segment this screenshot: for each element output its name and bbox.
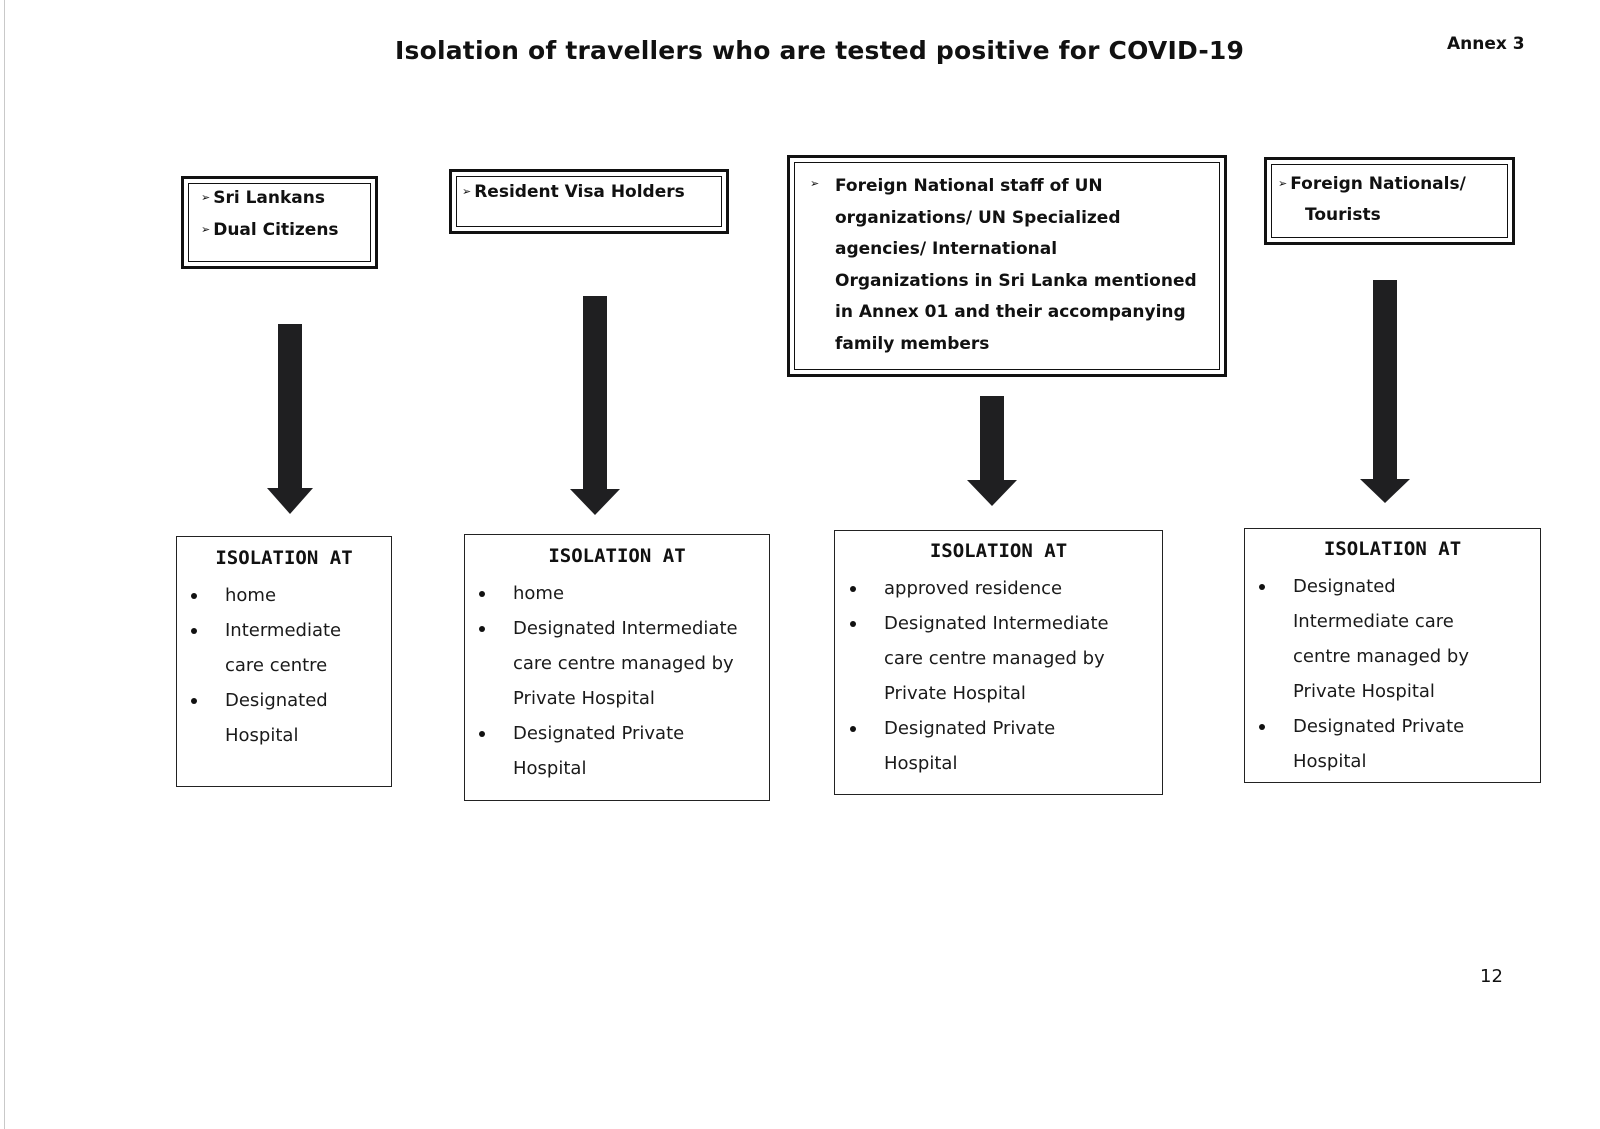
down-arrow-icon <box>967 396 1017 508</box>
page-number: 12 <box>1480 966 1503 987</box>
source-text: Foreign National staff of UN organizatio… <box>835 176 1197 354</box>
arrow-bullet-icon: ➢ <box>201 223 211 236</box>
isolation-box-3: ISOLATION AT approved residence Designat… <box>834 530 1163 795</box>
source-line: ➢Dual Citizens <box>201 220 339 240</box>
source-box-sri-lankans: ➢Sri Lankans ➢Dual Citizens <box>181 176 378 269</box>
isolation-heading: ISOLATION AT <box>929 540 1068 562</box>
arrow-bullet-icon: ➢ <box>810 177 820 190</box>
source-line: Tourists <box>1305 205 1381 225</box>
isolation-heading: ISOLATION AT <box>215 547 353 569</box>
isolation-list: approved residence Designated Intermedia… <box>850 571 1109 781</box>
down-arrow-icon <box>267 324 313 514</box>
list-item: home <box>190 578 341 613</box>
source-line: ➢Resident Visa Holders <box>462 182 685 202</box>
isolation-heading: ISOLATION AT <box>1323 538 1462 560</box>
isolation-heading: ISOLATION AT <box>548 545 686 567</box>
annex-label: Annex 3 <box>1447 34 1525 54</box>
down-arrow-icon <box>1360 280 1410 505</box>
page-title: Isolation of travellers who are tested p… <box>395 36 1245 65</box>
list-item: approved residence <box>850 571 1109 606</box>
source-line: ➢Foreign Nationals/ <box>1278 174 1466 194</box>
isolation-box-2: ISOLATION AT home Designated Intermediat… <box>464 534 770 801</box>
source-line: ➢Sri Lankans <box>201 188 325 208</box>
source-box-un-staff: ➢ Foreign National staff of UN organizat… <box>787 155 1227 377</box>
down-arrow-icon <box>570 296 620 518</box>
source-box-foreign-nationals: ➢Foreign Nationals/ Tourists <box>1264 157 1515 245</box>
list-item: home <box>479 576 738 611</box>
arrow-bullet-icon: ➢ <box>462 185 472 198</box>
arrow-bullet-icon: ➢ <box>201 191 211 204</box>
page-edge <box>4 0 5 1129</box>
source-box-resident-visa: ➢Resident Visa Holders <box>449 169 729 234</box>
arrow-bullet-icon: ➢ <box>1278 177 1288 190</box>
